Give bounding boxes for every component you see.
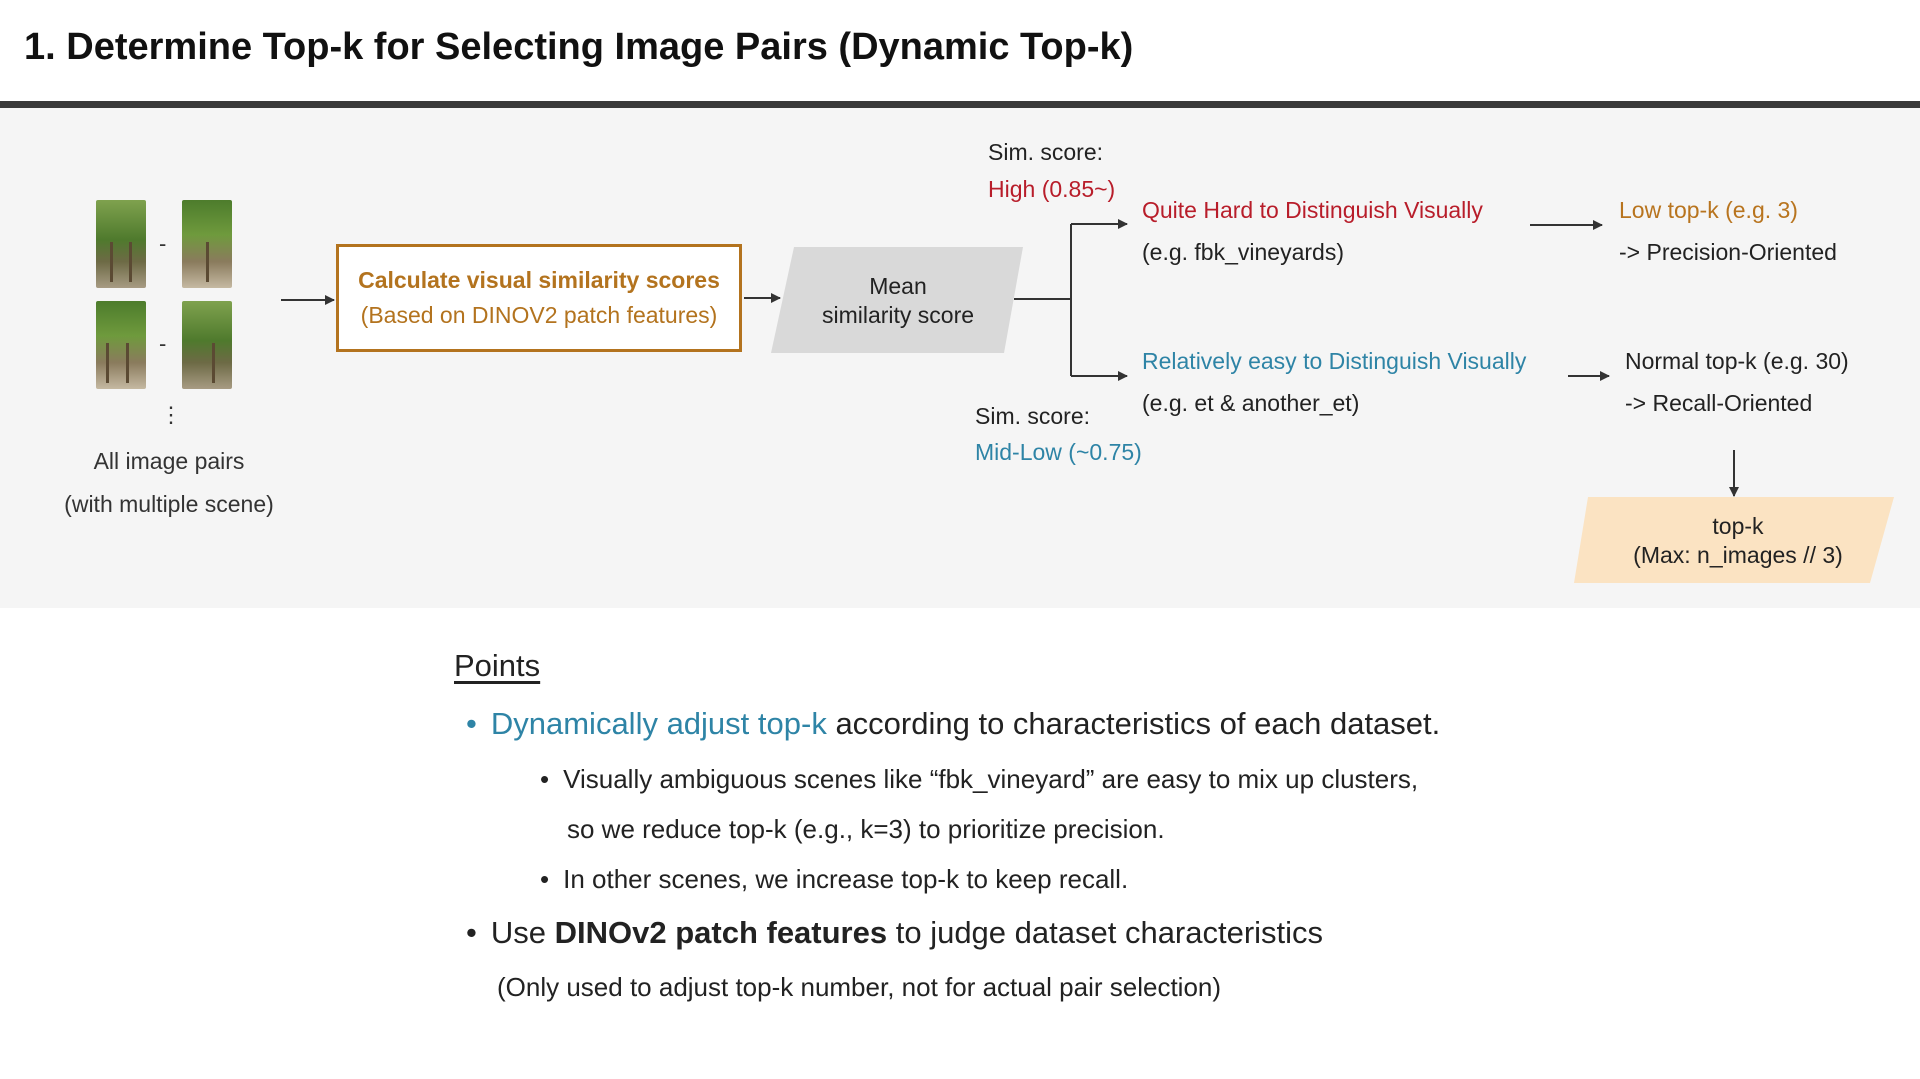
- topk-shape: [1574, 497, 1894, 583]
- topk-box-line2: (Max: n_images // 3): [1633, 542, 1843, 568]
- bullet-2: • Use DINOv2 patch features to judge data…: [466, 915, 1323, 951]
- high-example: (e.g. fbk_vineyards): [1142, 239, 1344, 265]
- page-title: 1. Determine Top-k for Selecting Image P…: [24, 26, 1134, 68]
- low-sim-label: Sim. score:: [975, 403, 1091, 429]
- bullet-dot-2: •: [466, 915, 477, 950]
- vineyard-image-2a: [96, 301, 146, 389]
- mean-score-label: Mean similarity score: [780, 272, 1016, 330]
- low-topk-value: Low top-k (e.g. 3): [1619, 197, 1798, 223]
- pair-dash-2: -: [159, 331, 167, 356]
- high-sim-value: High (0.85~): [988, 176, 1116, 202]
- mean-label-line2: similarity score: [821, 302, 975, 328]
- high-sim-label: Sim. score:: [988, 139, 1104, 165]
- bullet-1-text: according to characteristics of each dat…: [826, 706, 1441, 741]
- topk-box-line1: top-k: [1712, 513, 1764, 539]
- bullet-2-note: (Only used to adjust top-k number, not f…: [497, 972, 1222, 1002]
- low-desc: Relatively easy to Distinguish Visually: [1142, 348, 1527, 374]
- mean-label-line1: Mean: [869, 273, 927, 299]
- sub-bullet-1-text: Visually ambiguous scenes like “fbk_vine…: [563, 764, 1419, 794]
- bullet-1-highlight: Dynamically adjust top-k: [490, 706, 827, 741]
- bullet-2-pre: Use: [490, 915, 555, 950]
- title-rule: [0, 101, 1920, 108]
- calc-similarity-box: Calculate visual similarity scores (Base…: [336, 244, 742, 352]
- mean-score-shape: [771, 247, 1023, 353]
- bullet-dot-1: •: [466, 706, 477, 741]
- recall-oriented-label: -> Recall-Oriented: [1625, 390, 1813, 416]
- precision-oriented-label: -> Precision-Oriented: [1619, 239, 1837, 265]
- all-pairs-sublabel: (with multiple scene): [64, 491, 274, 517]
- high-desc: Quite Hard to Distinguish Visually: [1142, 197, 1483, 223]
- sub-bullet-2: • In other scenes, we increase top-k to k…: [540, 864, 1128, 895]
- vineyard-image-1b: [182, 200, 232, 288]
- sub-bullet-dot-2: •: [540, 864, 550, 894]
- points-heading: Points: [454, 648, 541, 683]
- topk-box-label: top-k (Max: n_images // 3): [1580, 512, 1896, 570]
- sub-bullet-2-text: In other scenes, we increase top-k to ke…: [563, 864, 1129, 894]
- bullet-2-bold: DINOv2 patch features: [554, 915, 888, 950]
- calc-box-subtitle: (Based on DINOV2 patch features): [360, 302, 718, 328]
- bullet-2-text: to judge dataset characteristics: [887, 915, 1324, 950]
- vineyard-image-1a: [96, 200, 146, 288]
- low-sim-value: Mid-Low (~0.75): [975, 439, 1142, 465]
- sub-bullet-1: • Visually ambiguous scenes like “fbk_vin…: [540, 764, 1418, 795]
- pair-dash-1: -: [159, 231, 167, 256]
- all-pairs-label: All image pairs: [93, 448, 245, 474]
- sub-bullet-1-continued: so we reduce top-k (e.g., k=3) to priori…: [567, 814, 1165, 844]
- vineyard-image-2b: [182, 301, 232, 389]
- normal-topk-value: Normal top-k (e.g. 30): [1625, 348, 1849, 374]
- more-pairs-ellipsis: ⋮: [160, 402, 182, 427]
- calc-box-title: Calculate visual similarity scores: [358, 267, 720, 293]
- sub-bullet-dot-1: •: [540, 764, 550, 794]
- low-example: (e.g. et & another_et): [1142, 390, 1360, 416]
- bullet-1: • Dynamically adjust top-k according to c…: [466, 706, 1440, 742]
